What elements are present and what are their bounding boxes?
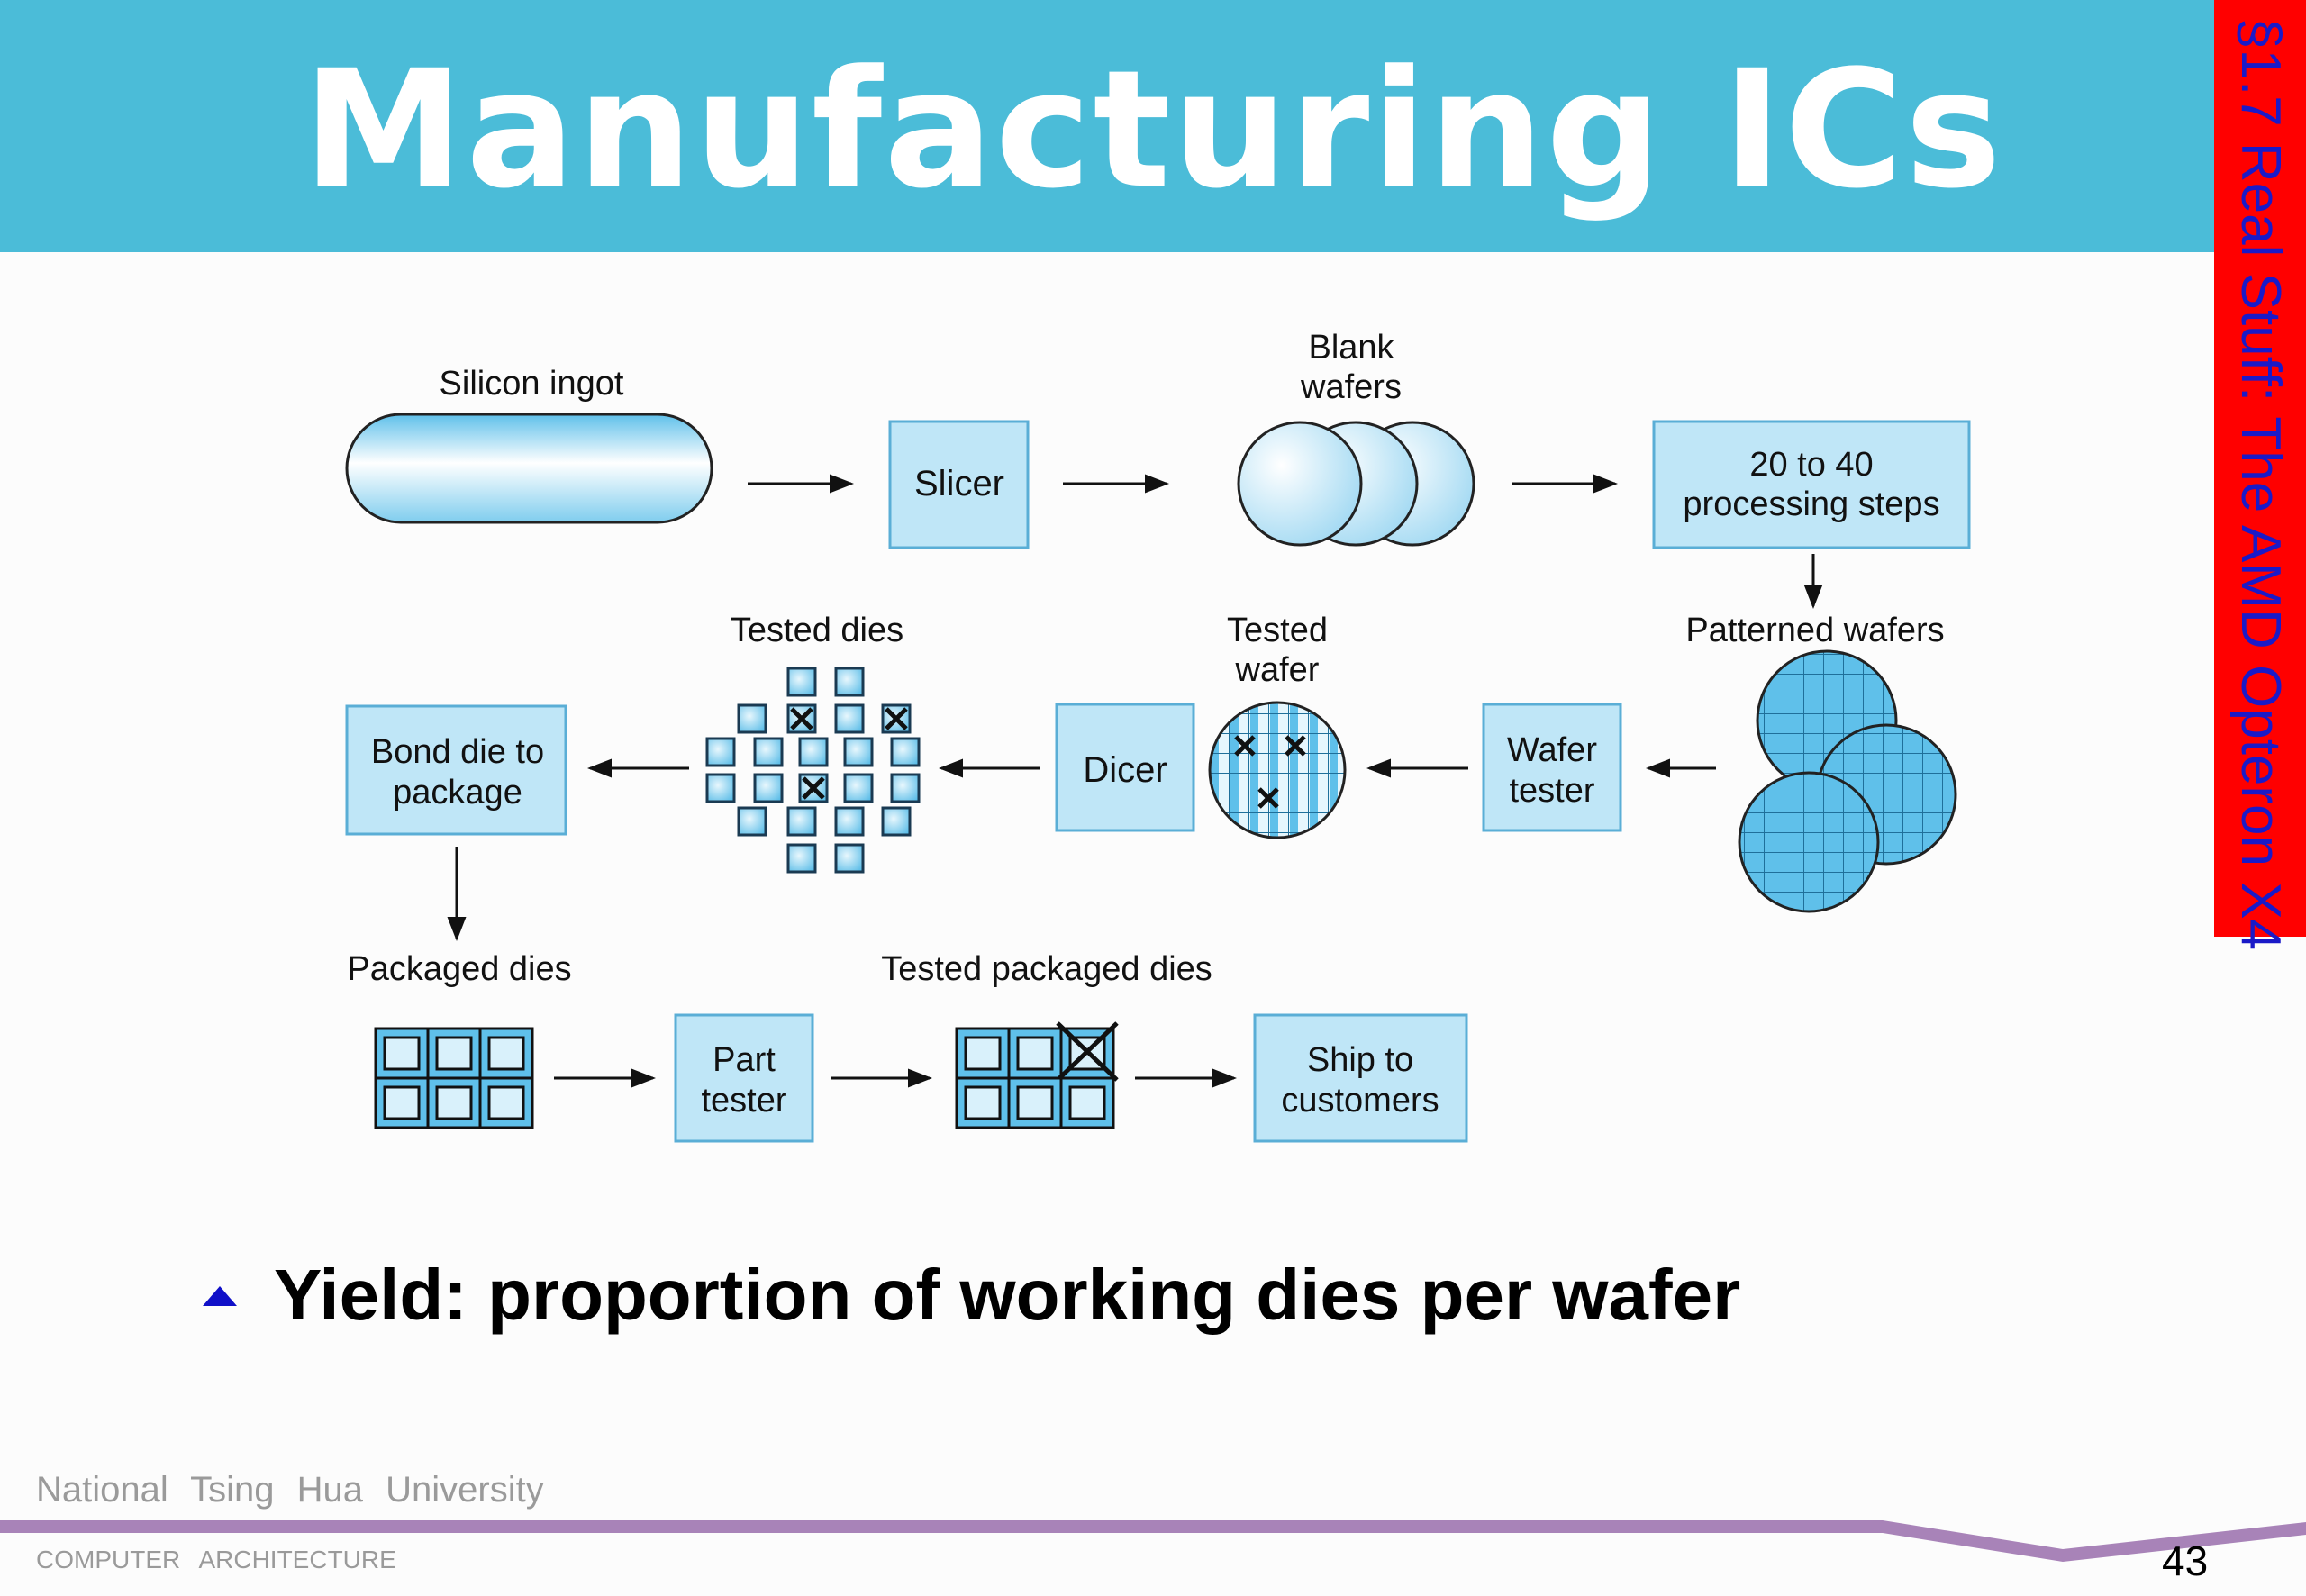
title-bar — [0, 0, 2214, 252]
die — [705, 737, 736, 767]
slicer-label: Slicer — [914, 464, 1004, 503]
part-tester-label-line2: tester — [701, 1082, 786, 1120]
bullet-triangle-icon — [203, 1286, 237, 1306]
section-tab: §1.7 Real Stuff: The AMD Opteron X4 — [2214, 0, 2306, 950]
wafer-tester-box: Wafer tester — [1482, 703, 1622, 832]
part-tester-label-line1: Part — [713, 1041, 776, 1079]
packaged-dies — [374, 1027, 534, 1129]
die — [890, 773, 921, 803]
blank-wafers-label-line2: wafers — [1300, 368, 1402, 406]
die — [705, 773, 736, 803]
dicer-label: Dicer — [1083, 750, 1167, 790]
ship-label-line1: Ship to — [1307, 1041, 1413, 1079]
blank-wafers — [1237, 421, 1475, 547]
die — [843, 773, 874, 803]
bond-die-box: Bond die to package — [345, 704, 567, 836]
processing-label-line2: processing steps — [1683, 485, 1939, 523]
footer-department: COMPUTER ARCHITECTURE — [36, 1546, 396, 1573]
tested-packaged-dies-label: Tested packaged dies — [881, 950, 1212, 988]
tested-packaged-dies — [955, 1021, 1119, 1129]
part-tester-box: Part tester — [674, 1013, 814, 1143]
footer-band — [0, 1520, 2306, 1562]
blank-wafers-label-line1: Blank — [1308, 329, 1394, 367]
die — [834, 806, 865, 837]
silicon-ingot-label: Silicon ingot — [440, 365, 624, 403]
slicer-box: Slicer — [888, 420, 1030, 549]
tested-dies-grid — [705, 667, 921, 874]
die — [881, 806, 912, 837]
wafer-tester-label-line2: tester — [1509, 772, 1594, 810]
page-number: 43 — [2162, 1537, 2209, 1584]
tested-wafer-label-line1: Tested — [1227, 612, 1328, 649]
die — [843, 737, 874, 767]
die — [737, 806, 767, 837]
die — [890, 737, 921, 767]
processing-label-line1: 20 to 40 — [1749, 446, 1873, 484]
tested-dies-label: Tested dies — [731, 612, 903, 649]
wafer-tester-label-line1: Wafer — [1507, 731, 1597, 769]
die — [786, 806, 817, 837]
die — [834, 667, 865, 697]
die — [834, 703, 865, 734]
footer-university: National Tsing Hua University — [36, 1470, 544, 1510]
patterned-wafers — [1738, 649, 1957, 913]
dicer-box: Dicer — [1055, 703, 1195, 832]
die — [834, 843, 865, 874]
die — [753, 773, 784, 803]
die — [737, 703, 767, 734]
ship-to-customers-box: Ship to customers — [1253, 1013, 1468, 1143]
slide-title: Manufacturing ICs — [303, 36, 2003, 224]
patterned-wafers-label: Patterned wafers — [1685, 612, 1944, 649]
die — [798, 737, 829, 767]
die — [753, 737, 784, 767]
silicon-ingot — [345, 413, 713, 524]
bond-label-line2: package — [393, 774, 522, 812]
packaged-dies-label: Packaged dies — [347, 950, 571, 988]
ship-label-line2: customers — [1281, 1082, 1439, 1120]
tested-wafer-label-line2: wafer — [1235, 651, 1320, 689]
die — [786, 667, 817, 697]
bond-label-line1: Bond die to — [371, 733, 544, 771]
processing-steps-box: 20 to 40 processing steps — [1652, 420, 1971, 549]
tested-wafer — [1208, 701, 1347, 839]
die — [786, 843, 817, 874]
yield-bullet-text: Yield: proportion of working dies per wa… — [274, 1255, 1741, 1335]
